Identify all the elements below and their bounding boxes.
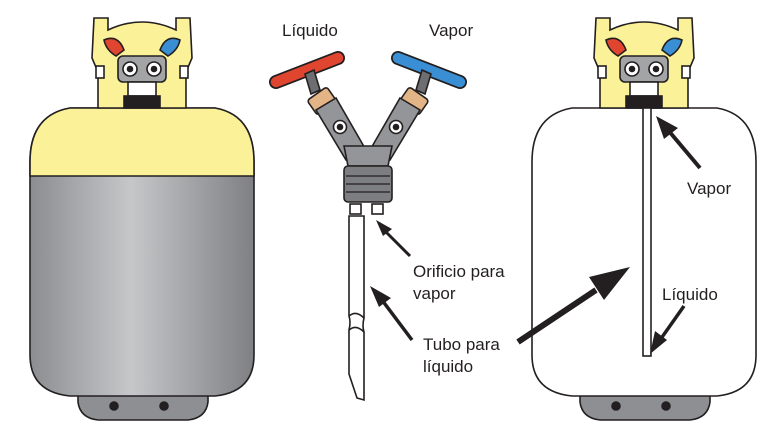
label-liquid-tube-line2: líquido [423,357,473,376]
left-cylinder-yellow-top [29,107,255,177]
right-collar-window [681,65,691,79]
arrow-liquid-tube [370,286,391,307]
label-liquid-handle: Líquido [282,21,338,40]
label-vapor-port-line1: Orificio para [413,262,505,281]
left-valve-neck [127,81,157,97]
right-valve-nut [625,95,663,109]
right-base-hole [611,401,621,411]
left-collar-window [95,65,105,79]
right-base-hole [661,401,671,411]
left-cylinder [29,17,255,421]
left-base-hole [109,401,119,411]
liquid-dip-tube [348,215,365,402]
arrow-vapor-port [376,220,392,236]
label-tank-liquid: Líquido [662,285,718,304]
arrows [370,116,702,354]
left-valve-nut [123,95,161,109]
right-valve-neck [629,81,659,97]
arrow-tank-liquid [650,331,667,354]
label-liquid-tube-line1: Tubo para [423,335,500,354]
right-red-handle-icon [605,37,627,57]
left-collar-window [179,65,189,79]
left-base-hole [159,401,169,411]
vapor-port-nub [371,203,384,215]
right-cylinder [531,17,757,421]
label-tank-vapor: Vapor [687,179,731,198]
right-blue-handle-icon [661,37,683,57]
label-vapor-port-line2: vapor [413,284,456,303]
right-collar-window [597,65,607,79]
label-vapor-handle: Vapor [429,21,473,40]
inner-dip-tube [642,107,652,357]
arrow-tank-liquid-big [589,267,630,300]
right-cylinder-base [579,389,711,421]
left-cylinder-base [77,389,209,421]
arrow-tank-vapor [656,116,678,139]
valve-center-body [343,145,393,167]
y-valve [269,51,467,402]
vapor-port-nub [349,203,362,215]
labels: Líquido Vapor Orificio para vapor Tubo p… [282,21,731,376]
left-blue-handle-icon [159,37,181,57]
left-red-handle-icon [103,37,125,57]
